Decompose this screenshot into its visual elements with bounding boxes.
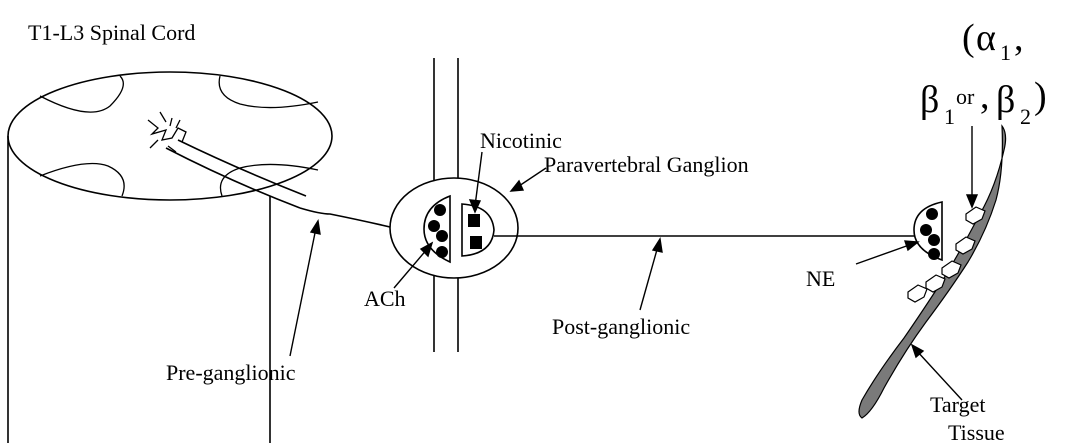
neuron-cell-body — [148, 112, 186, 152]
postganglionic-terminal — [914, 202, 942, 260]
spinal-cord-label: T1-L3 Spinal Cord — [28, 20, 195, 45]
ganglion-label: Paravertebral Ganglion — [544, 152, 749, 177]
adrenergic-receptor — [908, 285, 927, 302]
alpha-symbol: α — [976, 17, 996, 59]
preganglionic-arrow — [290, 228, 316, 356]
beta2-symbol: β — [996, 79, 1015, 121]
ne-vesicle — [920, 224, 932, 236]
arrow-head — [653, 239, 662, 252]
arrow-head — [967, 195, 977, 207]
receptor-comma-2: , — [980, 75, 990, 117]
ganglion-body — [390, 178, 518, 278]
target-tissue-shape — [859, 126, 1006, 418]
ne-vesicle — [928, 234, 940, 246]
ne-label: NE — [806, 266, 835, 291]
beta1-subscript: 1 — [944, 104, 955, 129]
beta1-symbol: β — [920, 79, 939, 121]
alpha-subscript: 1 — [1000, 40, 1011, 65]
paravertebral-ganglion — [390, 58, 518, 352]
ach-vesicle — [436, 246, 448, 258]
ne-vesicle — [926, 208, 938, 220]
ach-label: ACh — [364, 286, 406, 311]
or-word: or — [956, 84, 975, 109]
receptor-comma-1: , — [1014, 17, 1024, 59]
arrow-head — [511, 181, 523, 191]
target-tissue-label-line2: Tissue — [948, 420, 1005, 443]
receptor-close-paren: ) — [1034, 75, 1047, 117]
ne-arrow — [856, 244, 912, 264]
nicotinic-label: Nicotinic — [480, 128, 562, 153]
ach-vesicle — [436, 230, 448, 242]
arrow-head — [311, 221, 320, 234]
postganglionic-label: Post-ganglionic — [552, 314, 690, 339]
ach-vesicle — [434, 204, 446, 216]
nicotinic-receptor — [468, 214, 480, 227]
postganglionic-arrow — [640, 246, 658, 310]
nicotinic-receptor — [470, 236, 482, 249]
ne-vesicle — [928, 248, 940, 260]
gray-matter — [40, 76, 318, 196]
beta2-subscript: 2 — [1020, 104, 1031, 129]
receptor-subtype-label: ( α 1 , β 1 or , β 2 ) — [920, 17, 1047, 129]
preganglionic-label: Pre-ganglionic — [166, 360, 296, 385]
spinal-cord-top — [8, 72, 332, 200]
target-tissue-label-line1: Target — [930, 392, 985, 417]
arrow-head — [905, 241, 918, 250]
ach-vesicle — [428, 220, 440, 232]
target-tissue — [859, 126, 1006, 418]
receptor-open-paren: ( — [962, 17, 975, 59]
spinal-cord — [8, 72, 332, 443]
